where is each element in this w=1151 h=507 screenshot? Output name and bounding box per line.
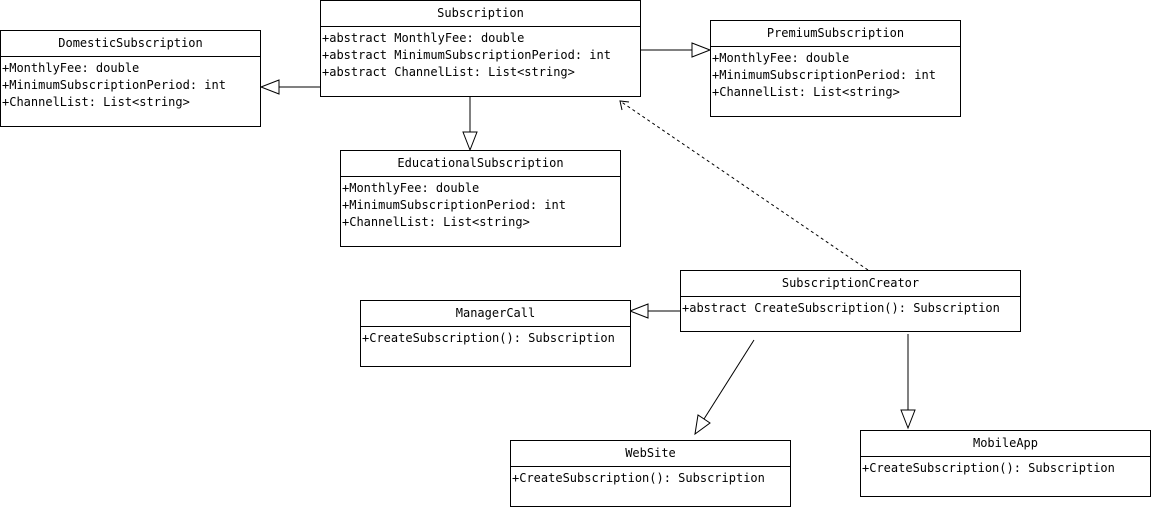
class-member: +abstract MinimumSubscriptionPeriod: int: [322, 48, 611, 62]
class-name: EducationalSubscription: [341, 151, 620, 177]
edge-mobileapp-to-creator: [900, 334, 916, 430]
class-name: PremiumSubscription: [711, 21, 960, 47]
class-member: +ChannelList: List<string>: [712, 85, 900, 99]
class-name: WebSite: [511, 441, 790, 467]
edge-educational-to-subscription: [462, 96, 478, 152]
class-members: +MonthlyFee: double +MinimumSubscription…: [341, 177, 620, 231]
edge-premium-to-subscription: [640, 42, 712, 58]
class-members: +CreateSubscription(): Subscription: [861, 457, 1150, 477]
class-members: +abstract CreateSubscription(): Subscrip…: [681, 297, 1020, 317]
class-member: +ChannelList: List<string>: [342, 215, 530, 229]
class-members: +MonthlyFee: double +MinimumSubscription…: [1, 57, 260, 111]
edge-website-to-creator: [694, 339, 755, 436]
edge-creator-depends-on-subscription: [619, 100, 869, 271]
class-member: +MonthlyFee: double: [342, 181, 480, 195]
class-subscription-creator[interactable]: SubscriptionCreator +abstract CreateSubs…: [680, 270, 1021, 332]
class-member: +CreateSubscription(): Subscription: [862, 461, 1115, 475]
class-members: +abstract MonthlyFee: double +abstract M…: [321, 27, 640, 81]
class-name: SubscriptionCreator: [681, 271, 1020, 297]
class-member: +CreateSubscription(): Subscription: [512, 471, 765, 485]
edge-managercall-to-creator: [628, 303, 680, 319]
class-member: +MinimumSubscriptionPeriod: int: [712, 68, 936, 82]
class-domestic-subscription[interactable]: DomesticSubscription +MonthlyFee: double…: [0, 30, 261, 127]
class-members: +MonthlyFee: double +MinimumSubscription…: [711, 47, 960, 101]
class-name: MobileApp: [861, 431, 1150, 457]
edge-domestic-to-subscription: [259, 79, 320, 95]
class-member: +MinimumSubscriptionPeriod: int: [2, 78, 226, 92]
class-member: +abstract MonthlyFee: double: [322, 31, 525, 45]
class-educational-subscription[interactable]: EducationalSubscription +MonthlyFee: dou…: [340, 150, 621, 247]
class-member: +CreateSubscription(): Subscription: [362, 331, 615, 345]
class-member: +abstract ChannelList: List<string>: [322, 65, 575, 79]
class-website[interactable]: WebSite +CreateSubscription(): Subscript…: [510, 440, 791, 507]
class-premium-subscription[interactable]: PremiumSubscription +MonthlyFee: double …: [710, 20, 961, 117]
class-member: +MonthlyFee: double: [2, 61, 140, 75]
class-member: +MinimumSubscriptionPeriod: int: [342, 198, 566, 212]
class-mobile-app[interactable]: MobileApp +CreateSubscription(): Subscri…: [860, 430, 1151, 497]
class-member: +ChannelList: List<string>: [2, 95, 190, 109]
class-members: +CreateSubscription(): Subscription: [361, 327, 630, 347]
class-name: Subscription: [321, 1, 640, 27]
class-manager-call[interactable]: ManagerCall +CreateSubscription(): Subsc…: [360, 300, 631, 367]
class-member: +abstract CreateSubscription(): Subscrip…: [682, 301, 1000, 315]
class-members: +CreateSubscription(): Subscription: [511, 467, 790, 487]
class-name: DomesticSubscription: [1, 31, 260, 57]
class-name: ManagerCall: [361, 301, 630, 327]
class-member: +MonthlyFee: double: [712, 51, 850, 65]
class-subscription[interactable]: Subscription +abstract MonthlyFee: doubl…: [320, 0, 641, 97]
